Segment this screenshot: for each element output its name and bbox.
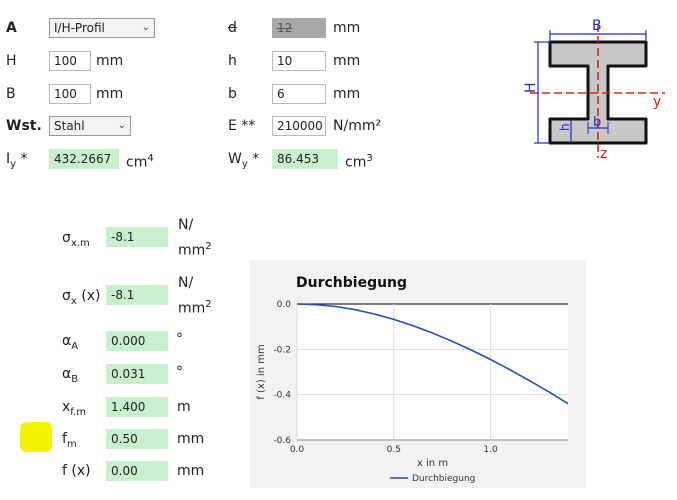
wst-label: Wst.: [6, 118, 42, 134]
b-unit: mm: [333, 86, 361, 102]
B-input[interactable]: 100: [49, 84, 91, 104]
H-unit: mm: [96, 53, 124, 69]
chevron-down-icon: ⌄: [117, 120, 126, 131]
i-profile-diagram: B H y h b z: [523, 18, 665, 162]
E-input[interactable]: 210000: [272, 116, 326, 136]
H-input[interactable]: 100: [49, 51, 91, 71]
b-dim-label: b: [593, 115, 601, 130]
x-fm-output: 1.400: [106, 397, 168, 417]
f-x-label: f (x): [62, 463, 91, 479]
y-tick-label: -0.6: [273, 436, 291, 446]
sigma-x-output: -8.1: [106, 285, 168, 305]
x-tick-label: 0.0: [290, 445, 305, 455]
alpha-a-label: αA: [62, 333, 79, 352]
Wy-label: Wy *: [228, 151, 260, 170]
sigma-xm-label: σx.m: [62, 230, 90, 249]
d-unit: mm: [333, 20, 361, 36]
Wy-output: 86.453: [272, 149, 338, 169]
d-input[interactable]: 12: [272, 18, 326, 38]
f-x-unit: mm: [177, 463, 205, 479]
y-tick-label: 0.0: [277, 300, 292, 310]
legend-label: Durchbiegung: [412, 474, 475, 484]
y-axis-label: y: [653, 94, 661, 110]
Iy-unit: cm4: [126, 153, 154, 171]
alpha-b-output: 0.031: [106, 364, 168, 384]
E-unit: N/mm²: [333, 118, 382, 134]
B-unit: mm: [96, 86, 124, 102]
chart-title: Durchbiegung: [296, 275, 407, 291]
B-label: B: [6, 86, 16, 102]
E-label: E **: [228, 118, 256, 134]
f-m-output: 0.50: [106, 429, 168, 449]
sigma-xm-output: -8.1: [106, 227, 168, 247]
b-label: b: [228, 86, 237, 102]
B-dim-label: B: [592, 18, 602, 34]
profile-select[interactable]: I/H-Profil ⌄: [49, 18, 155, 38]
b-input[interactable]: 6: [272, 84, 326, 104]
y-tick-label: -0.4: [273, 391, 291, 401]
z-axis-label: z: [600, 146, 607, 162]
a-label: A: [6, 20, 17, 36]
x-tick-label: 1.0: [483, 445, 498, 455]
profile-select-value: I/H-Profil: [54, 21, 105, 35]
alpha-b-label: αB: [62, 366, 79, 385]
x-fm-unit: m: [177, 399, 191, 415]
sigma-x-label: σx (x): [62, 288, 101, 307]
deflection-series-line: [296, 303, 569, 405]
material-select-value: Stahl: [54, 119, 85, 133]
plot-area: [297, 304, 568, 440]
sigma-x-unit: N/mm2: [178, 275, 212, 317]
f-m-unit: mm: [177, 431, 205, 447]
h-dim-label: h: [558, 123, 572, 131]
highlight-marker: [20, 422, 52, 452]
y-axis-label: f (x) in mm: [256, 344, 267, 399]
Iy-output: 432.2667: [49, 149, 119, 169]
chevron-down-icon: ⌄: [141, 22, 150, 33]
f-x-output: 0.00: [106, 461, 168, 481]
y-tick-label: -0.2: [273, 345, 291, 355]
d-label: d: [228, 20, 237, 36]
H-dim-label: H: [523, 82, 539, 93]
Iy-label: Iy *: [6, 151, 28, 170]
alpha-a-unit: °: [176, 331, 183, 347]
h-unit: mm: [333, 53, 361, 69]
h-label: h: [228, 53, 237, 69]
x-tick-label: 0.5: [387, 445, 401, 455]
alpha-a-output: 0.000: [106, 331, 168, 351]
sigma-xm-unit: N/mm2: [178, 217, 212, 259]
Wy-unit: cm3: [345, 153, 373, 171]
x-fm-label: xf.m: [62, 399, 87, 418]
alpha-b-unit: °: [176, 364, 183, 380]
h-input[interactable]: 10: [272, 51, 326, 71]
H-label: H: [6, 53, 17, 69]
x-axis-label: x in m: [417, 458, 448, 469]
material-select[interactable]: Stahl ⌄: [49, 116, 131, 136]
f-m-label: fm: [62, 431, 77, 450]
